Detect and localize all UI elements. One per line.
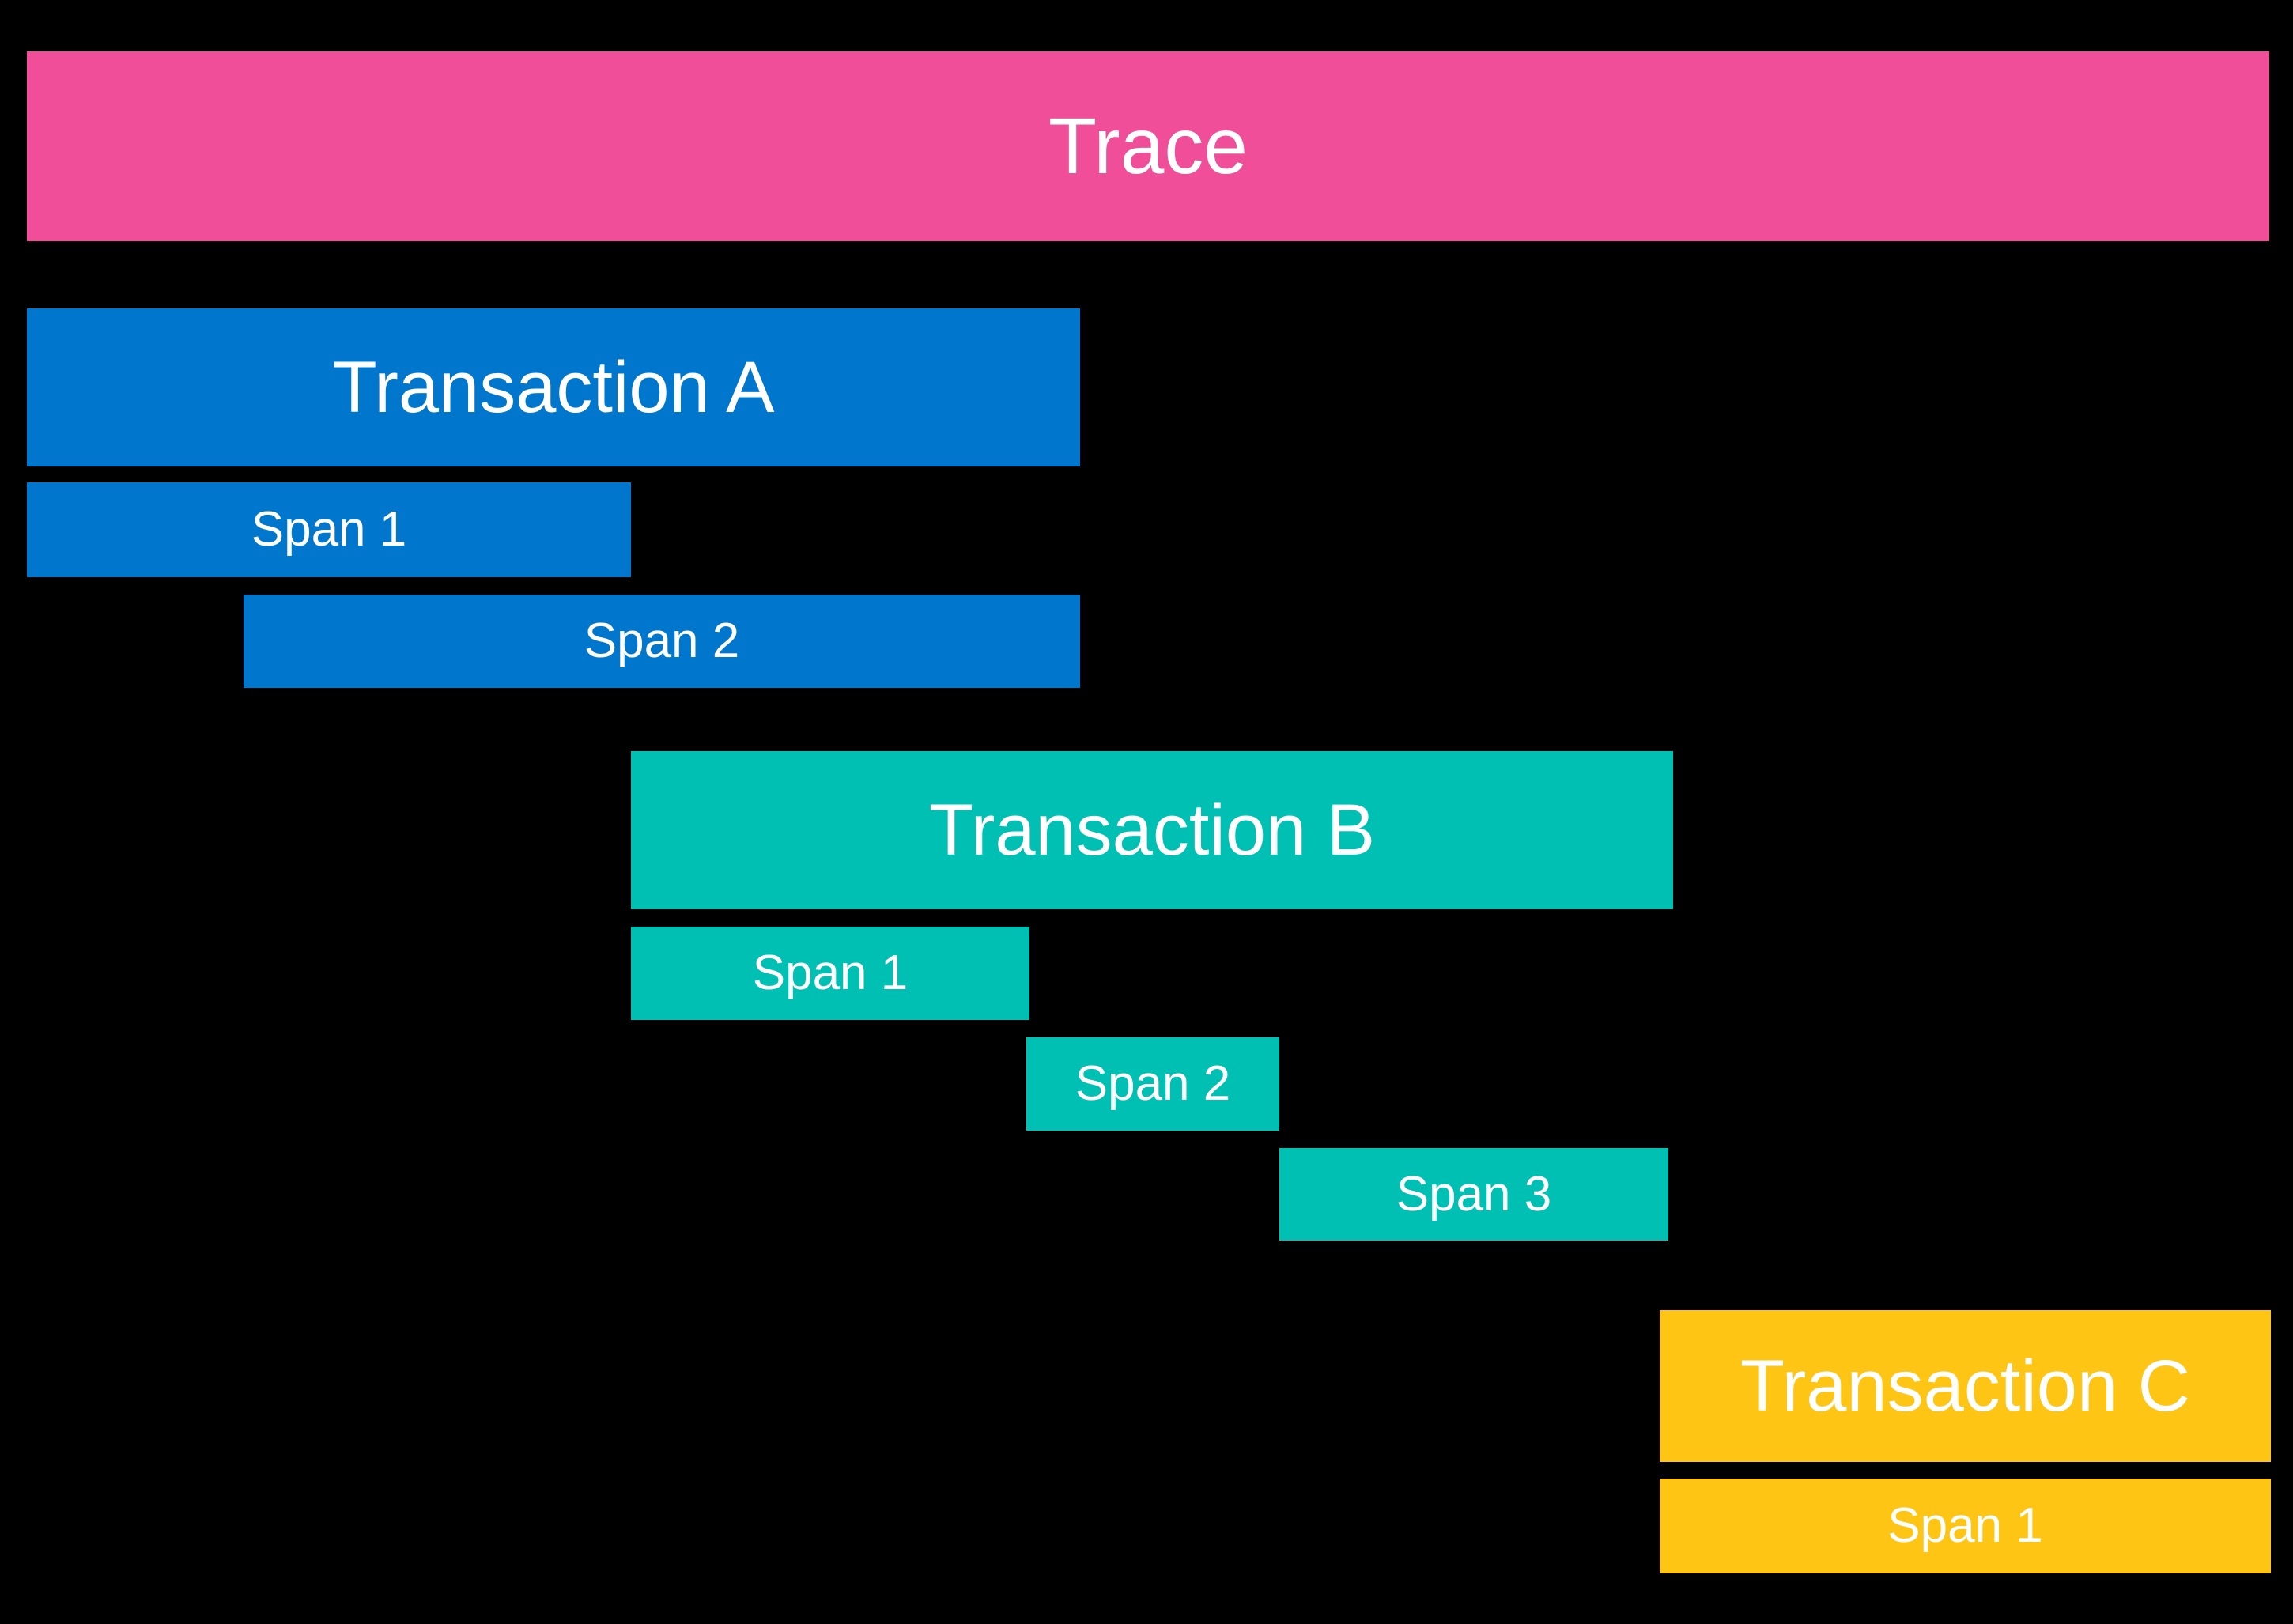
- transaction-b-bar: Transaction B: [631, 751, 1673, 909]
- transaction-c-span-1-bar: Span 1: [1660, 1479, 2271, 1573]
- transaction-b-span-3-bar: Span 3: [1279, 1148, 1668, 1241]
- transaction-b-label: Transaction B: [928, 790, 1376, 871]
- transaction-b-span-1-label: Span 1: [752, 946, 909, 1000]
- transaction-b-span-2-bar: Span 2: [1026, 1037, 1279, 1131]
- transaction-a-bar: Transaction A: [27, 308, 1080, 466]
- transaction-c-bar: Transaction C: [1660, 1310, 2271, 1462]
- transaction-c-label: Transaction C: [1740, 1346, 2191, 1426]
- transaction-b-span-2-label: Span 2: [1075, 1056, 1231, 1111]
- trace-bar: Trace: [27, 51, 2269, 241]
- transaction-a-label: Transaction A: [332, 347, 775, 428]
- transaction-a-span-1-bar: Span 1: [27, 482, 631, 577]
- transaction-b-span-1-bar: Span 1: [631, 927, 1029, 1020]
- transaction-c-span-1-label: Span 1: [1887, 1498, 2043, 1553]
- trace-label: Trace: [1048, 102, 1248, 191]
- transaction-a-span-1-label: Span 1: [251, 502, 407, 557]
- transaction-a-span-2-label: Span 2: [584, 614, 740, 668]
- transaction-b-span-3-label: Span 3: [1396, 1166, 1552, 1222]
- transaction-a-span-2-bar: Span 2: [244, 595, 1080, 688]
